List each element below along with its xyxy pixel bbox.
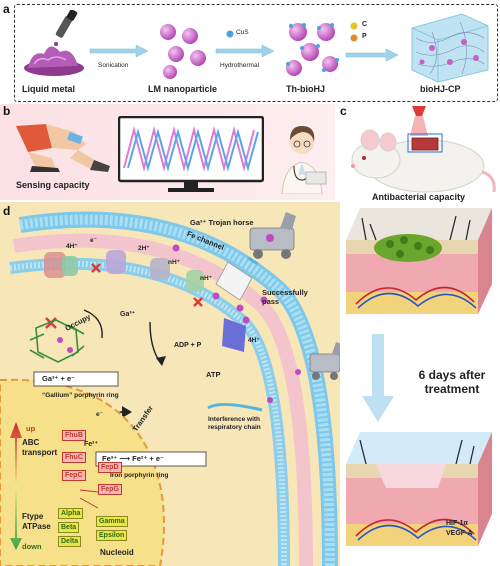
cus-dot bbox=[226, 30, 234, 38]
gene-fhuc: FhuC bbox=[62, 452, 86, 463]
laser-beam bbox=[410, 106, 428, 136]
down-label: down bbox=[22, 542, 42, 551]
phosphorus-dot bbox=[350, 34, 358, 42]
proton-label-2: 2H⁺ bbox=[138, 245, 150, 252]
electron-label-1: e⁻ bbox=[90, 237, 98, 244]
interference-label: Interference with respiratory chain bbox=[208, 416, 261, 431]
liquid-metal-illustration bbox=[24, 10, 84, 76]
nucleoid-label: Nucleoid bbox=[100, 548, 134, 557]
caption-antibacterial: Antibacterial capacity bbox=[372, 192, 466, 202]
treatment-label: 6 days after treatment bbox=[418, 368, 486, 396]
arrow-hydrothermal bbox=[215, 44, 275, 58]
arrow-sonication bbox=[89, 44, 149, 58]
label-c: C bbox=[362, 21, 368, 28]
th-biohj-particles bbox=[286, 23, 339, 76]
adp-label: ADP + P bbox=[174, 342, 202, 349]
wound-model-after bbox=[346, 432, 492, 546]
carbon-dot bbox=[350, 22, 358, 30]
step-th-biohj: Th-bioHJ bbox=[286, 84, 325, 94]
marker-vegf: VEGF-A bbox=[446, 530, 473, 537]
proton-label-5: 4H⁺ bbox=[248, 337, 260, 344]
arrow-to-hydrogel bbox=[345, 48, 399, 62]
gene-delta: Delta bbox=[58, 536, 82, 547]
step-biohj-cp: bioHJ-CP bbox=[420, 84, 461, 94]
marker-hif: HIF-1α bbox=[446, 520, 468, 527]
gene-epsilon: Epsilon bbox=[96, 530, 128, 541]
fe-equation: Fe³⁺ ⟶ Fe²⁺ + e⁻ bbox=[102, 454, 165, 463]
sensing-monitor bbox=[118, 116, 264, 192]
panel-a-frame bbox=[14, 4, 498, 102]
ftype-atpase-label: Ftype ATPase bbox=[22, 512, 51, 531]
gene-fepc: FepC bbox=[62, 470, 86, 481]
ga-ion-label: Ga³⁺ bbox=[120, 311, 136, 318]
gene-fepd: FepD bbox=[98, 462, 122, 473]
iron-ring-label: Iron porphyrin ring bbox=[110, 472, 169, 479]
trojan-horse-label: Ga³⁺ Trojan horse bbox=[190, 218, 254, 227]
gallium-ring-label: “Gallium” porphyrin ring bbox=[42, 392, 119, 399]
up-label: up bbox=[26, 424, 36, 433]
label-p: P bbox=[362, 33, 367, 40]
fe2-label: Fe²⁺ bbox=[84, 441, 99, 448]
mouse-illustration bbox=[351, 129, 496, 193]
biohj-cp-hydrogel bbox=[411, 13, 489, 83]
gene-gamma: Gamma bbox=[96, 516, 128, 527]
proton-label-4: nH⁺ bbox=[200, 275, 213, 282]
gene-beta: Beta bbox=[58, 522, 80, 533]
running-leg-illustration bbox=[16, 124, 110, 172]
lm-nanoparticles bbox=[160, 24, 206, 79]
panel-b-letter: b bbox=[3, 104, 11, 118]
successfully-pass-label: Successfully pass bbox=[262, 288, 308, 306]
label-sonication: Sonication bbox=[98, 62, 129, 69]
wound-model-before bbox=[346, 208, 492, 314]
step-liquid-metal: Liquid metal bbox=[22, 84, 76, 94]
gene-fhub: FhuB bbox=[62, 430, 86, 441]
step-lm-nanoparticle: LM nanoparticle bbox=[148, 84, 218, 94]
electron-label-2: e⁻ bbox=[96, 411, 104, 418]
proton-label-3: nH⁺ bbox=[168, 259, 181, 266]
panel-d-letter: d bbox=[3, 204, 11, 218]
label-cus: CuS bbox=[236, 29, 249, 36]
doctor-illustration bbox=[281, 126, 327, 194]
atp-label: ATP bbox=[206, 370, 221, 379]
label-hydrothermal: Hydrothermal bbox=[220, 62, 260, 69]
caption-sensing: Sensing capacity bbox=[16, 180, 90, 190]
abc-transport-label: ABC transport bbox=[22, 438, 58, 457]
proton-label-1: 4H⁺ bbox=[66, 243, 78, 250]
gene-alpha: Alpha bbox=[58, 508, 84, 519]
panel-a-letter: a bbox=[3, 2, 10, 16]
gene-fepg: FepG bbox=[98, 484, 122, 495]
treatment-arrow bbox=[362, 334, 394, 422]
panel-c-letter: c bbox=[340, 104, 347, 118]
ga-equation: Ga³⁺ + e⁻ bbox=[42, 374, 76, 383]
